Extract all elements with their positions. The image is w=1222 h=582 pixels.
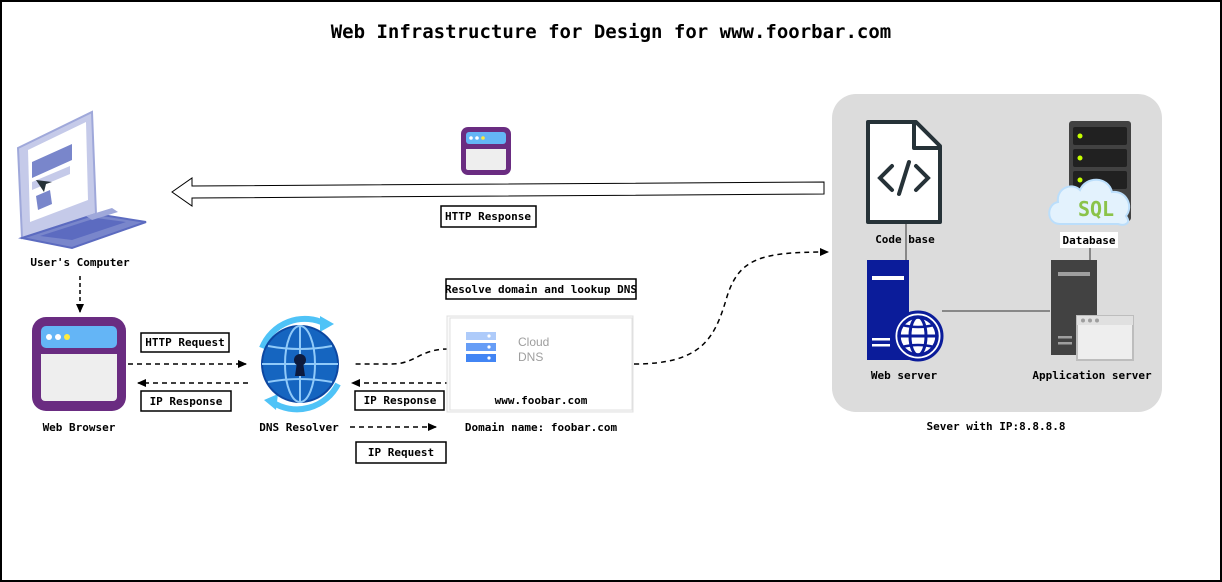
ip-response-dns-label-box bbox=[354, 390, 445, 411]
web-browser-label: Web Browser bbox=[43, 421, 116, 434]
code-file-icon bbox=[866, 120, 942, 224]
cloud-dns-icon bbox=[466, 332, 496, 362]
laptop-icon bbox=[16, 110, 147, 250]
resolve-lookup-label-box bbox=[445, 278, 637, 300]
sql-badge: SQL bbox=[1078, 197, 1114, 221]
http-response-label-box bbox=[440, 205, 537, 228]
sql-cloud-icon bbox=[1048, 178, 1131, 226]
web-browser-icon bbox=[32, 317, 126, 411]
ip-response-dns-label: IP Response bbox=[364, 394, 437, 407]
http-request-label: HTTP Request bbox=[145, 336, 224, 349]
application-server-icon bbox=[1051, 260, 1134, 361]
domain-name-label: Domain name: foobar.com bbox=[465, 421, 618, 434]
server-caption: Sever with IP:8.8.8.8 bbox=[926, 420, 1065, 433]
resolve-lookup-label: Resolve domain and lookup DNS bbox=[445, 283, 637, 296]
cloud-dns-to-resolver-connector bbox=[352, 348, 449, 365]
ip-response-browser-label: IP Response bbox=[150, 395, 223, 408]
users-computer-label: User's Computer bbox=[30, 256, 130, 269]
application-server-label: Application server bbox=[1032, 369, 1152, 382]
database-label: Database bbox=[1063, 234, 1116, 247]
database-label-bg bbox=[1060, 232, 1118, 248]
ip-request-label-box bbox=[355, 441, 447, 464]
cloud-dns-domain: www.foobar.com bbox=[495, 394, 588, 407]
cloud-dns-title-line1: Cloud bbox=[518, 335, 549, 349]
http-request-label-box bbox=[140, 332, 230, 353]
code-base-label: Code base bbox=[875, 233, 935, 246]
ip-request-label: IP Request bbox=[368, 446, 434, 459]
dns-to-server-arrow bbox=[633, 248, 829, 365]
web-server-label: Web server bbox=[871, 369, 938, 382]
diagram-title: Web Infrastructure for Design for www.fo… bbox=[331, 21, 892, 43]
dns-resolver-label: DNS Resolver bbox=[259, 421, 339, 434]
dns-resolver-globe-icon bbox=[259, 315, 341, 413]
browser-window-icon bbox=[461, 127, 511, 175]
ip-response-browser-label-box bbox=[140, 390, 232, 412]
web-server-icon bbox=[867, 260, 944, 362]
http-response-arrow bbox=[171, 177, 825, 207]
cloud-dns-title-line2: DNS bbox=[518, 350, 543, 364]
http-response-label: HTTP Response bbox=[445, 210, 531, 223]
